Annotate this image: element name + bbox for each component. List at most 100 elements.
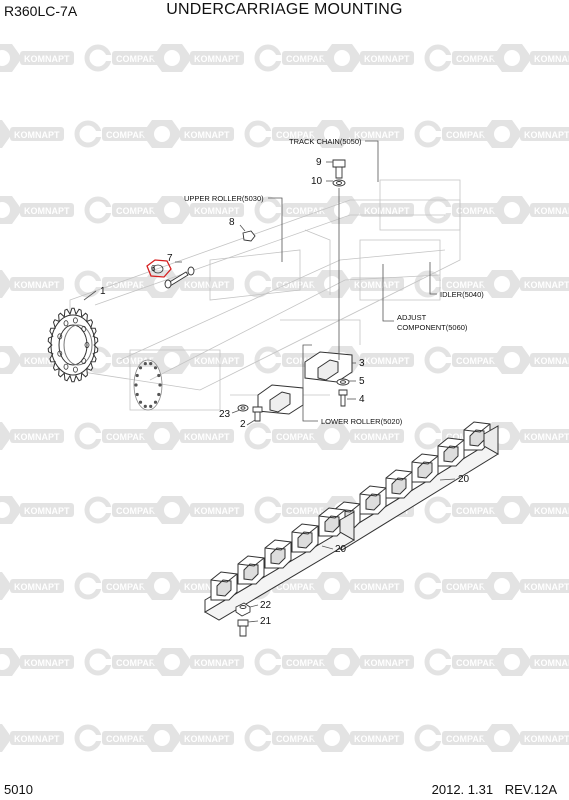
nut-22-part[interactable] — [235, 602, 251, 617]
bolt-2-part[interactable] — [252, 406, 263, 422]
watermark-text: KOMNAPT — [14, 130, 60, 140]
watermark-text: COMPART — [446, 582, 491, 592]
callout-20-upper: 20 — [458, 474, 470, 485]
watermark-text: KOMNAPT — [364, 658, 410, 668]
watermark-text: KOMNAPT — [534, 658, 569, 668]
callout-4: 4 — [359, 394, 365, 405]
watermark-text: KOMNAPT — [14, 582, 60, 592]
watermark-text: KOMNAPT — [24, 54, 70, 64]
watermark-text: KOMNAPT — [524, 734, 569, 744]
watermark-text: KOMNAPT — [364, 356, 410, 366]
watermark-text: COMPART — [286, 206, 331, 216]
upper-roller-label[interactable]: UPPER ROLLER(5030) — [184, 194, 264, 203]
watermark-text: KOMNAPT — [524, 582, 569, 592]
roller-bolt-part[interactable] — [338, 389, 348, 407]
watermark-text: KOMNAPT — [184, 734, 230, 744]
watermark-text: KOMNAPT — [524, 130, 569, 140]
watermark-text: COMPART — [106, 734, 151, 744]
watermark-text: KOMNAPT — [14, 734, 60, 744]
watermark-text: COMPART — [456, 356, 501, 366]
track-chain-label[interactable]: TRACK CHAIN(5050) — [289, 137, 362, 146]
washer-part[interactable] — [146, 259, 172, 278]
callout-5: 5 — [359, 376, 365, 387]
callout-22: 22 — [260, 600, 272, 611]
sprocket-part[interactable] — [47, 307, 99, 383]
callout-1: 1 — [100, 286, 106, 297]
watermark-text: KOMNAPT — [184, 582, 230, 592]
watermark-text: KOMNAPT — [184, 130, 230, 140]
watermark-text: KOMNAPT — [14, 280, 60, 290]
callout-2: 2 — [240, 419, 246, 430]
watermark-text: KOMNAPT — [194, 658, 240, 668]
watermark-text: KOMNAPT — [364, 54, 410, 64]
watermark-text: KOMNAPT — [194, 206, 240, 216]
page-number: 5010 — [4, 782, 33, 797]
watermark-tile: KOMNAPT COMPART — [0, 120, 160, 148]
watermark-text: COMPART — [276, 734, 321, 744]
leader-lines — [83, 140, 456, 623]
track-guard[interactable] — [204, 507, 355, 621]
watermark-text: COMPART — [456, 54, 501, 64]
watermark-text: COMPART — [116, 54, 161, 64]
page-title: UNDERCARRIAGE MOUNTING — [166, 1, 403, 18]
idler-label[interactable]: IDLER(5040) — [440, 290, 484, 299]
watermark-text: COMPART — [456, 506, 501, 516]
release-date: 2012. 1.31 — [431, 782, 494, 797]
adjust-label-line1[interactable]: ADJUST — [397, 313, 427, 322]
watermark-text: COMPART — [276, 582, 321, 592]
watermark-text: COMPART — [446, 734, 491, 744]
callout-3: 3 — [359, 358, 365, 369]
drive-hub — [133, 359, 163, 411]
watermark-text: COMPART — [286, 506, 331, 516]
washer-23-part[interactable] — [237, 404, 249, 412]
revision-code: REV.12A — [504, 782, 557, 797]
watermark-text: COMPART — [446, 280, 491, 290]
roller-guard-bracket[interactable] — [257, 384, 304, 415]
adjust-label-line2[interactable]: COMPONENT(5060) — [397, 323, 468, 332]
watermark-tile: KOMNAPT COMPART — [0, 44, 170, 72]
nut-part[interactable] — [242, 230, 256, 242]
watermark-text: KOMNAPT — [364, 206, 410, 216]
watermark-text: KOMNAPT — [354, 432, 400, 442]
watermark-text: COMPART — [106, 130, 151, 140]
watermark-tile: KOMNAPT COMPART — [0, 270, 160, 298]
watermark-text: KOMNAPT — [524, 280, 569, 290]
watermark-text: COMPART — [456, 206, 501, 216]
bolt-part[interactable] — [164, 266, 195, 289]
lower-roller-label[interactable]: LOWER ROLLER(5020) — [321, 417, 403, 426]
spring-washer-part[interactable] — [336, 378, 350, 386]
watermark-text: KOMNAPT — [184, 432, 230, 442]
callout-6: 6 — [151, 264, 156, 273]
track-guard[interactable] — [327, 421, 499, 551]
watermark-text: COMPART — [106, 280, 151, 290]
track-bolt-part[interactable] — [332, 159, 346, 187]
watermark-text: COMPART — [116, 206, 161, 216]
bolt-21-part[interactable] — [237, 619, 249, 637]
model-code: R360LC-7A — [4, 3, 78, 19]
watermark-text: KOMNAPT — [24, 658, 70, 668]
callout-8: 8 — [229, 217, 235, 228]
watermark-text: KOMNAPT — [14, 432, 60, 442]
watermark-text: KOMNAPT — [534, 356, 569, 366]
callout-7: 7 — [167, 253, 173, 264]
watermark-text: COMPART — [276, 280, 321, 290]
watermark-text: COMPART — [276, 130, 321, 140]
watermark-text: KOMNAPT — [24, 506, 70, 516]
watermark-text: KOMNAPT — [194, 506, 240, 516]
watermark-text: KOMNAPT — [354, 734, 400, 744]
roller-guard-bracket[interactable] — [304, 351, 353, 383]
